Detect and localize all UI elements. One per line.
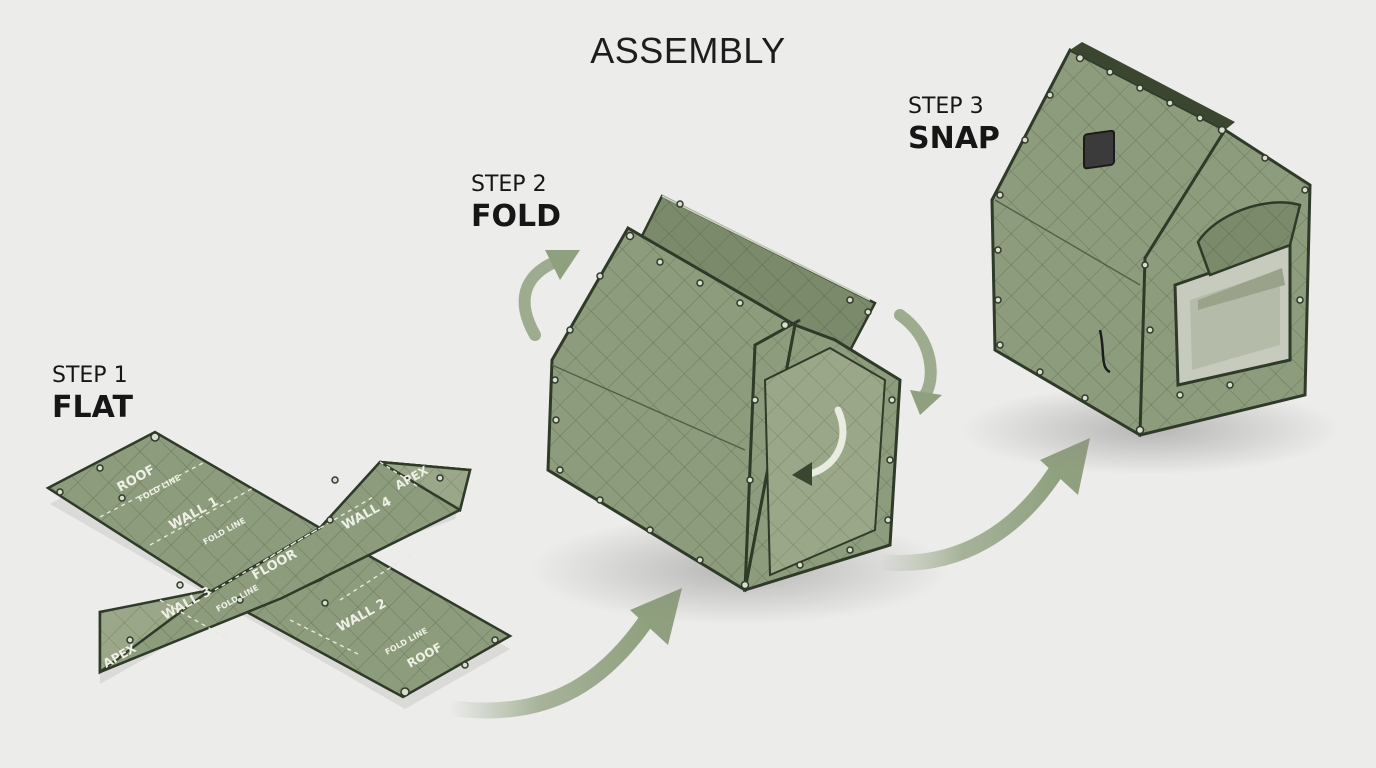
- step-2-number: STEP 2: [471, 172, 547, 197]
- step-2-caption: STEP 2 FOLD: [471, 172, 561, 234]
- diagram-title: ASSEMBLY: [590, 30, 786, 71]
- step-2-label: FOLD: [471, 199, 562, 234]
- step-3-label: SNAP: [908, 121, 1000, 156]
- step-1-label: FLAT: [52, 390, 133, 425]
- step-3-caption: STEP 3 SNAP: [908, 94, 1000, 156]
- flat-net: ROOF WALL 1 WALL 4 APEX FLOOR WALL 3 WAL…: [45, 430, 513, 709]
- step-1-number: STEP 1: [52, 363, 128, 388]
- step-3-number: STEP 3: [908, 94, 984, 119]
- step-1-caption: STEP 1 FLAT: [52, 363, 133, 425]
- folding-box: [518, 194, 950, 625]
- control-box: [1083, 129, 1115, 170]
- door-flap: [1196, 201, 1302, 277]
- assembled-shelter: [960, 42, 1340, 475]
